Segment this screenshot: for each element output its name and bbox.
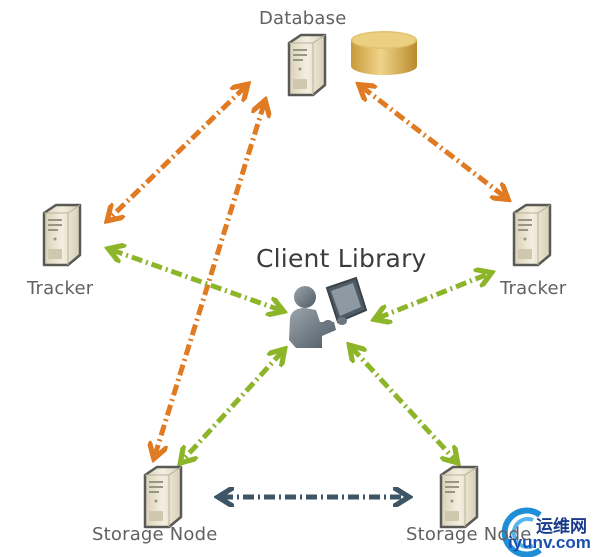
edge-database-tracker-left	[110, 87, 245, 218]
edge-client-storage-right	[352, 348, 455, 460]
watermark-logo-icon	[501, 507, 542, 557]
tracker-right-server-icon	[512, 203, 552, 267]
client-library-label: Client Library	[256, 244, 427, 273]
database-cylinder-icon	[351, 31, 417, 75]
edge-client-storage-left	[183, 352, 282, 460]
tracker-left-server-icon	[42, 203, 82, 267]
watermark-cn-text: 运维网	[536, 517, 587, 537]
edge-database-storage-left	[155, 104, 264, 455]
database-label: Database	[259, 8, 347, 29]
tracker-right-label: Tracker	[500, 278, 567, 299]
client-person-laptop-icon	[289, 276, 368, 348]
watermark-domain-text: iyunv.com	[508, 533, 591, 552]
storage-right-server-icon	[439, 465, 479, 529]
edge-client-tracker-right	[378, 274, 488, 318]
storage-node-left-label: Storage Node	[92, 524, 218, 545]
tracker-left-label: Tracker	[27, 278, 94, 299]
storage-left-server-icon	[143, 465, 183, 529]
edge-database-tracker-right	[362, 87, 505, 197]
database-server-icon	[287, 33, 327, 97]
storage-node-right-label: Storage Node	[406, 524, 532, 545]
edge-client-tracker-left	[112, 250, 280, 310]
